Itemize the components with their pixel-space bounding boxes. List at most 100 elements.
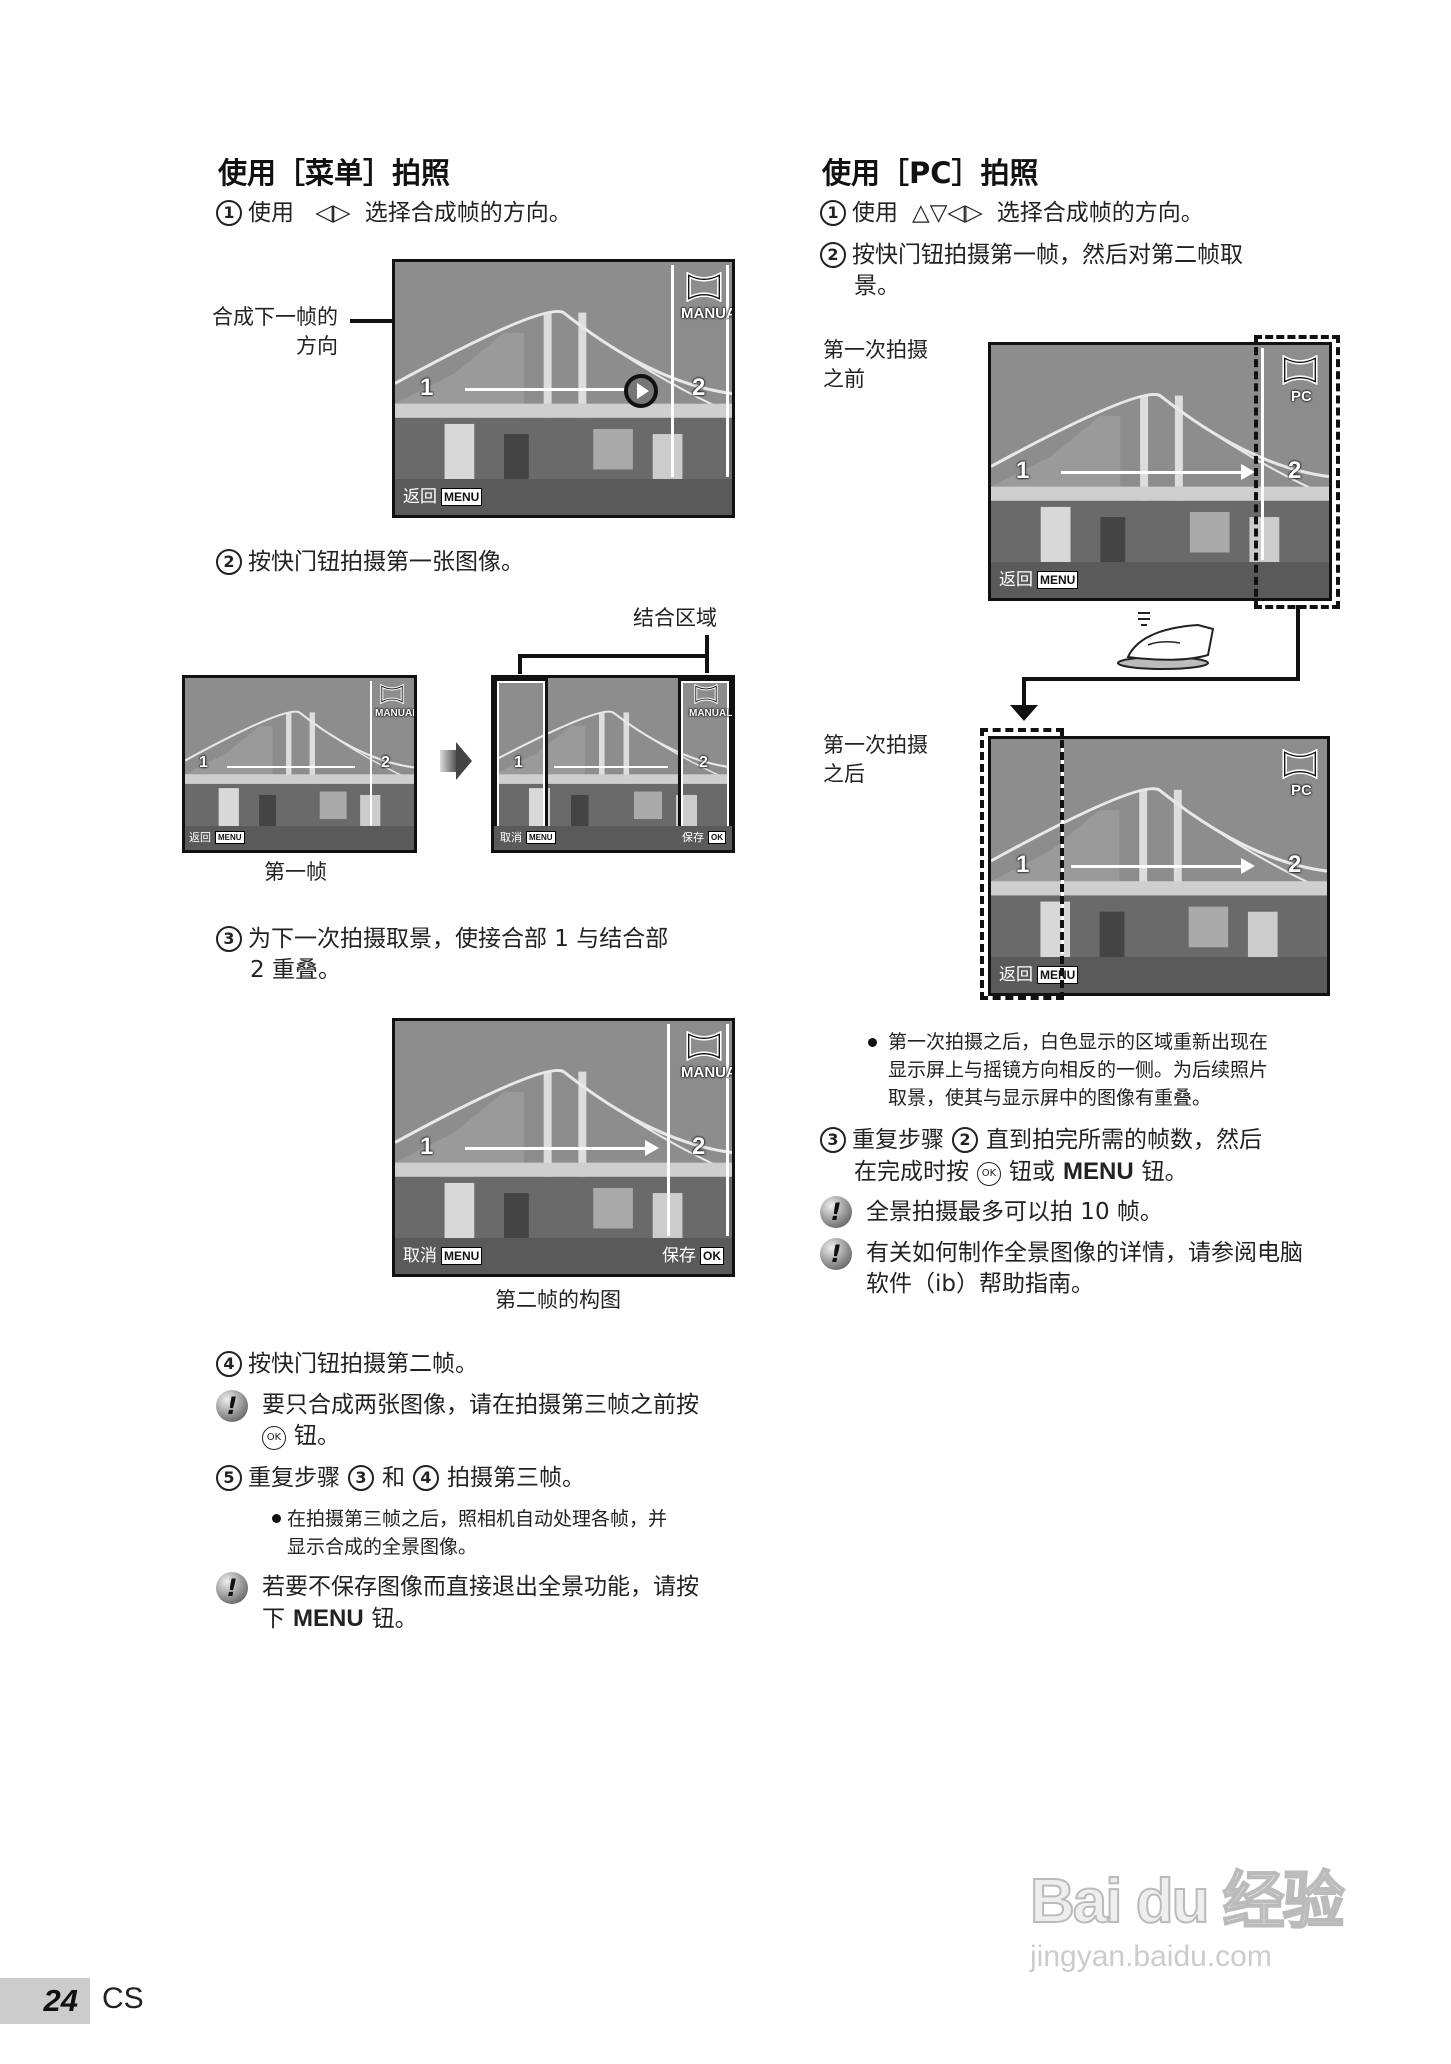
panorama-icon (380, 683, 404, 708)
direction-selector-icon[interactable] (624, 374, 658, 408)
step-text: 按快门钮拍摄第二帧。 (248, 1351, 478, 1377)
menu-button-icon: MENU (1037, 571, 1079, 589)
page-number-tab: 24 (0, 1978, 90, 2024)
step-text: 拍摄第三帧。 (447, 1465, 585, 1491)
step-text: 钮或 (1009, 1159, 1055, 1185)
step-text: 在完成时按 (854, 1159, 969, 1185)
back-label: 返回 (999, 570, 1033, 590)
bullet-icon (868, 1038, 877, 1047)
left-right-arrows-icon: ◁▷ (315, 200, 351, 226)
next-arrow-icon (456, 742, 472, 780)
mode-label: PC (1291, 388, 1312, 405)
ok-button-icon: OK (262, 1426, 286, 1450)
second-frame-caption: 第二帧的构图 (495, 1288, 621, 1312)
step-number: 1 (820, 200, 846, 226)
step-text: 按快门钮拍摄第一张图像。 (248, 549, 524, 575)
step-ref: 4 (413, 1465, 439, 1491)
note-text: 软件（ib）帮助指南。 (866, 1271, 1094, 1297)
step-text: 重复步骤 (852, 1127, 944, 1153)
step-text: 钮。 (1141, 1159, 1188, 1185)
exclamation-icon: ! (820, 1238, 852, 1270)
panorama-icon (686, 1030, 722, 1065)
before-first-shot-label: 第一次拍摄 之前 (823, 336, 928, 394)
direction-arrow (465, 388, 625, 391)
bracket-line (518, 654, 522, 674)
frame-number: 1 (199, 754, 208, 771)
step-text: 重复步骤 (248, 1465, 340, 1491)
bullet-text: 在拍摄第三帧之后，照相机自动处理各帧，并 (287, 1508, 668, 1530)
step-number: 5 (216, 1465, 242, 1491)
frame-number: 2 (692, 1133, 706, 1160)
join-area-label: 结合区域 (633, 606, 717, 630)
bullet-overlap-info: 第一次拍摄之后，白色显示的区域重新出现在 显示屏上与摇镜方向相反的一侧。为后续照… (888, 1028, 1268, 1112)
step-text: 直到拍完所需的帧数，然后 (986, 1127, 1262, 1153)
arrow-head (1241, 858, 1255, 874)
direction-arrow (1061, 471, 1241, 474)
join-marker-line (671, 265, 674, 477)
step-number: 4 (216, 1351, 242, 1377)
frame-number: 1 (420, 1133, 434, 1160)
label-line: 第一次拍摄 (823, 338, 928, 362)
back-label: 返回 (189, 831, 211, 844)
join-area-highlight (1254, 335, 1340, 609)
join-area-highlight (980, 728, 1064, 1000)
frame-number: 2 (692, 374, 706, 401)
bullet-text: 显示合成的全景图像。 (287, 1536, 478, 1558)
menu-button-icon: MENU (526, 831, 556, 844)
frame-number: 1 (1016, 851, 1030, 878)
step-ref: 3 (348, 1465, 374, 1491)
menu-button-icon: MENU (1037, 966, 1079, 984)
label-line: 之前 (823, 367, 865, 391)
callout-line: 合成下一帧的 (212, 305, 338, 329)
note-text: 下 (262, 1606, 285, 1632)
menu-button-label: MENU (1063, 1158, 1134, 1185)
baidu-watermark-logo: Bai du 经验 jingyan.baidu.com (1029, 1850, 1370, 2010)
join-marker-line (370, 681, 372, 827)
cancel-text: 取消 (403, 1246, 437, 1266)
frame-number: 1 (514, 754, 523, 771)
note-text: 若要不保存图像而直接退出全景功能，请按 (262, 1574, 699, 1600)
arrow-head (645, 1140, 659, 1156)
bridge-photo (185, 678, 414, 850)
watermark-url: jingyan.baidu.com (1030, 1940, 1272, 1973)
step-number: 2 (216, 549, 242, 575)
step-text: 按快门钮拍摄第一帧，然后对第二帧取 (852, 242, 1243, 268)
shutter-press-icon (1117, 612, 1215, 670)
note-software-guide: 有关如何制作全景图像的详情，请参阅电脑 软件（ib）帮助指南。 (866, 1238, 1303, 1300)
direction-callout: 合成下一帧的 方向 (198, 303, 338, 361)
mode-label: PC (1291, 782, 1312, 799)
bullet-auto-process: 在拍摄第三帧之后，照相机自动处理各帧，并 显示合成的全景图像。 (287, 1505, 667, 1561)
label-line: 第一次拍摄 (823, 733, 928, 757)
menu-button-icon: MENU (441, 488, 483, 506)
panorama-icon (694, 683, 718, 708)
join-marker-line (1261, 348, 1264, 560)
step-number: 3 (820, 1127, 846, 1153)
bullet-text: 显示屏上与摇镜方向相反的一侧。为后续照片 (888, 1059, 1269, 1081)
page-number: 24 (43, 1983, 78, 2018)
four-way-arrows-icon: △▽◁▷ (912, 200, 983, 226)
frame-number: 2 (1288, 457, 1302, 484)
mode-label: MANUAL (689, 708, 733, 719)
callout-line: 方向 (296, 334, 338, 358)
join-marker-line (726, 1024, 729, 1236)
ok-button-icon: OK (977, 1162, 1001, 1186)
frame-number: 2 (1288, 851, 1302, 878)
save-text: 保存 (682, 831, 704, 844)
